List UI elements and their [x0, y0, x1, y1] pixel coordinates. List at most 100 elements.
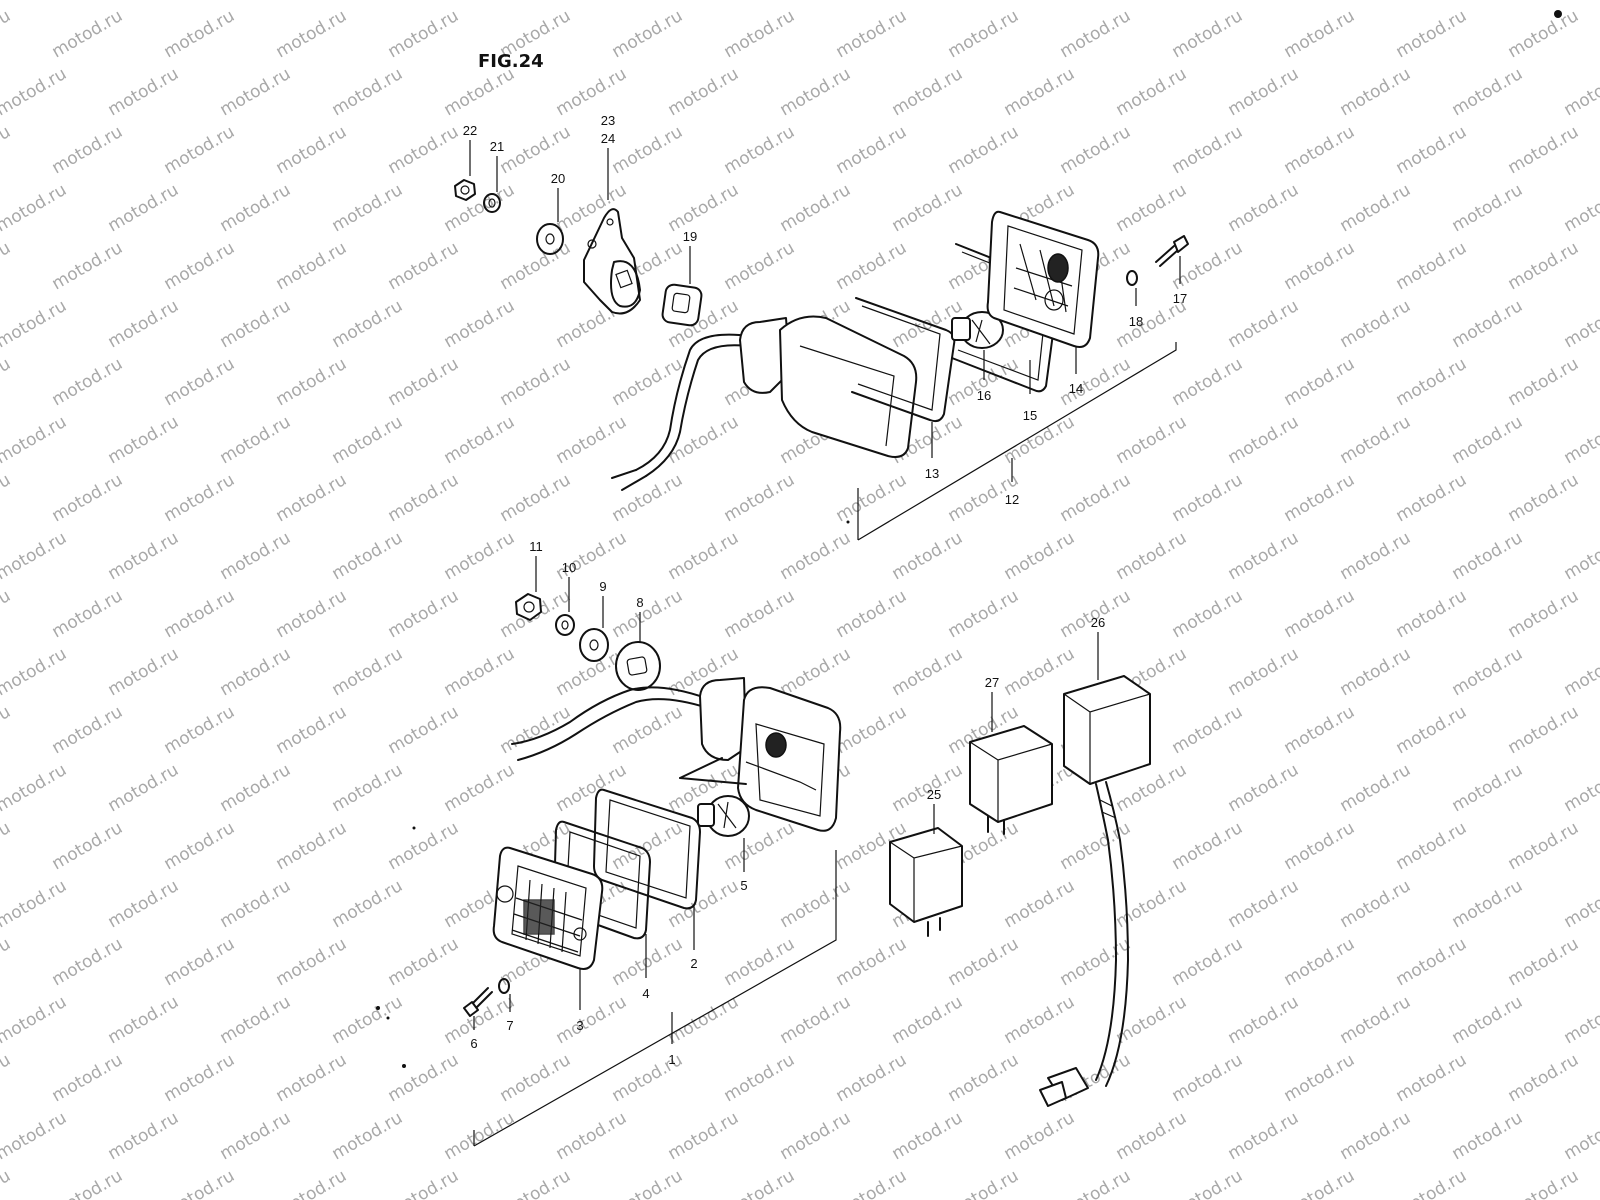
watermark-text: motod.ru	[329, 1108, 407, 1164]
watermark-text: motod.ru	[1561, 1108, 1600, 1164]
watermark-text: motod.ru	[1561, 760, 1600, 816]
watermark-text: motod.ru	[1561, 180, 1600, 236]
callout-18: 18	[1129, 288, 1143, 329]
callout-label-4: 4	[642, 986, 649, 1001]
watermark-text: motod.ru	[945, 1166, 1023, 1200]
callout-22: 22	[463, 123, 477, 176]
watermark-text: motod.ru	[385, 702, 463, 758]
screw-part	[1155, 235, 1189, 267]
watermark-text: motod.ru	[1337, 876, 1415, 932]
watermark-text: motod.ru	[833, 1050, 911, 1106]
figure-title: FIG.24	[478, 51, 544, 72]
watermark-text: motod.ru	[1561, 876, 1600, 932]
watermark-text: motod.ru	[665, 1108, 743, 1164]
watermark-text: motod.ru	[1225, 760, 1303, 816]
watermark-text: motod.ru	[0, 6, 14, 62]
callout-27: 27	[985, 675, 999, 732]
watermark-text: motod.ru	[273, 354, 351, 410]
watermark-text: motod.ru	[1001, 64, 1079, 120]
watermark-text: motod.ru	[273, 1050, 351, 1106]
lens-part	[492, 846, 604, 970]
callout-15: 15	[1023, 360, 1037, 423]
callout-25: 25	[927, 787, 941, 834]
watermark-text: motod.ru	[0, 470, 14, 526]
watermark-text: motod.ru	[329, 528, 407, 584]
callout-label-1: 1	[668, 1052, 675, 1067]
watermark-text: motod.ru	[777, 0, 855, 4]
watermark-text: motod.ru	[0, 122, 14, 178]
watermark-text: motod.ru	[1337, 1108, 1415, 1164]
watermark-text: motod.ru	[1169, 470, 1247, 526]
callout-26: 26	[1091, 615, 1105, 680]
watermark-text: motod.ru	[217, 412, 295, 468]
watermark-text: motod.ru	[833, 122, 911, 178]
watermark-text: motod.ru	[0, 1050, 14, 1106]
watermark-text: motod.ru	[49, 586, 127, 642]
nut-part	[515, 593, 542, 621]
watermark-text: motod.ru	[385, 122, 463, 178]
watermark-text: motod.ru	[385, 354, 463, 410]
watermark-text: motod.ru	[273, 238, 351, 294]
watermark-text: motod.ru	[833, 238, 911, 294]
watermark-text: motod.ru	[777, 64, 855, 120]
callout-layer: 22 21 20 23 24 19 17 18 14 15 16 13 12 1…	[463, 113, 1187, 1067]
watermark-text: motod.ru	[1113, 528, 1191, 584]
watermark-text: motod.ru	[889, 180, 967, 236]
watermark-text: motod.ru	[609, 934, 687, 990]
lamp-housing-part	[739, 315, 918, 458]
watermark-text: motod.ru	[609, 586, 687, 642]
watermark-text: motod.ru	[609, 818, 687, 874]
watermark-text: motod.ru	[329, 412, 407, 468]
watermark-text: motod.ru	[217, 760, 295, 816]
scan-specks	[376, 10, 1562, 1068]
watermark-text: motod.ru	[1225, 296, 1303, 352]
relay-27	[969, 725, 1053, 835]
watermark-text: motod.ru	[1225, 64, 1303, 120]
callout-24: 24	[601, 131, 615, 200]
watermark-text: motod.ru	[49, 122, 127, 178]
watermark-text: motod.ru	[0, 760, 70, 816]
watermark-text: motod.ru	[1561, 528, 1600, 584]
watermark-text: motod.ru	[1449, 528, 1527, 584]
watermark-text: motod.ru	[161, 238, 239, 294]
callout-label-21: 21	[490, 139, 504, 154]
watermark-text: motod.ru	[889, 64, 967, 120]
watermark-text: motod.ru	[553, 528, 631, 584]
watermark-text: motod.ru	[329, 992, 407, 1048]
watermark-text: motod.ru	[1393, 1166, 1471, 1200]
callout-7: 7	[506, 994, 514, 1033]
watermark-text: motod.ru	[105, 296, 183, 352]
watermark-text: motod.ru	[217, 644, 295, 700]
watermark-text: motod.ru	[665, 64, 743, 120]
watermark-text: motod.ru	[609, 470, 687, 526]
watermark-text: motod.ru	[105, 412, 183, 468]
watermark-text: motod.ru	[1393, 122, 1471, 178]
screw-part	[463, 987, 493, 1017]
washer-part	[579, 628, 609, 662]
watermark-text: motod.ru	[49, 1166, 127, 1200]
watermark-text: motod.ru	[1449, 644, 1527, 700]
watermark-text: motod.ru	[1057, 6, 1135, 62]
watermark-text: motod.ru	[1393, 586, 1471, 642]
watermark-text: motod.ru	[385, 818, 463, 874]
watermark-text: motod.ru	[609, 6, 687, 62]
callout-label-19: 19	[683, 229, 697, 244]
watermark-text: motod.ru	[49, 238, 127, 294]
watermark-text: motod.ru	[721, 122, 799, 178]
watermark-text: motod.ru	[721, 470, 799, 526]
callout-label-27: 27	[985, 675, 999, 690]
watermark-text: motod.ru	[0, 644, 70, 700]
watermark-text: motod.ru	[1169, 818, 1247, 874]
watermark-text: motod.ru	[1337, 296, 1415, 352]
watermark-text: motod.ru	[1561, 992, 1600, 1048]
watermark-text: motod.ru	[553, 64, 631, 120]
watermark-text: motod.ru	[945, 1050, 1023, 1106]
watermark-text: motod.ru	[385, 470, 463, 526]
watermark-text: motod.ru	[1113, 0, 1191, 4]
watermark-text: motod.ru	[1281, 238, 1359, 294]
watermark-text: motod.ru	[329, 876, 407, 932]
callout-label-15: 15	[1023, 408, 1037, 423]
lens-part	[986, 210, 1100, 348]
watermark-text: motod.ru	[889, 644, 967, 700]
